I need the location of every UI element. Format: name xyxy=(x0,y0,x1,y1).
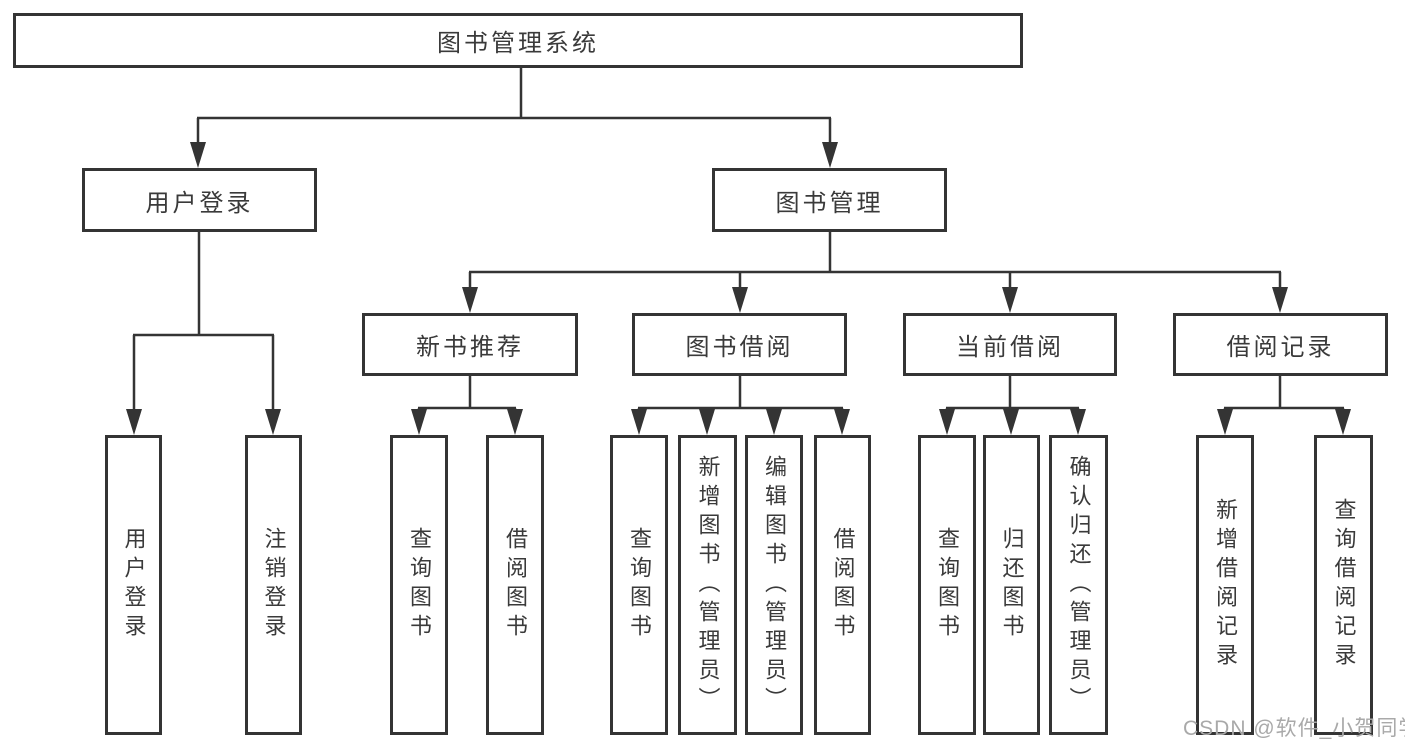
leaf-label: 归还图书 xyxy=(999,527,1025,643)
leaf-user-login: 用户登录 xyxy=(105,435,162,735)
leaf-label: 借阅图书 xyxy=(830,527,856,643)
leaf-label: 新增图书（管理员） xyxy=(695,454,721,716)
leaf-label: 查询图书 xyxy=(627,527,652,643)
leaf-borrow-books-borrow: 借阅图书 xyxy=(814,435,871,735)
leaf-logout: 注销登录 xyxy=(245,435,302,735)
leaf-query-borrow-record: 查询借阅记录 xyxy=(1314,435,1373,735)
node-label: 新书推荐 xyxy=(416,334,524,361)
csdn-watermark: CSDN @软件_小贺同学 xyxy=(1183,717,1405,740)
leaf-query-books-current: 查询图书 xyxy=(918,435,976,735)
leaf-label: 用户登录 xyxy=(121,527,147,643)
leaf-label: 查询图书 xyxy=(935,527,960,643)
node-label: 当前借阅 xyxy=(956,334,1064,361)
node-label: 图书管理系统 xyxy=(437,30,599,57)
node-root: 图书管理系统 xyxy=(13,13,1023,68)
leaf-edit-book-admin: 编辑图书（管理员） xyxy=(745,435,803,735)
leaf-query-books-recommend: 查询图书 xyxy=(390,435,448,735)
leaf-query-books-borrow: 查询图书 xyxy=(610,435,668,735)
node-book-management: 图书管理 xyxy=(712,168,947,232)
leaf-label: 查询图书 xyxy=(407,527,432,643)
leaf-add-book-admin: 新增图书（管理员） xyxy=(678,435,737,735)
node-label: 用户登录 xyxy=(145,189,254,217)
node-label: 借阅记录 xyxy=(1226,334,1335,361)
leaf-add-borrow-record: 新增借阅记录 xyxy=(1196,435,1254,735)
node-user-login: 用户登录 xyxy=(82,168,317,232)
leaf-label: 借阅图书 xyxy=(503,527,528,643)
leaf-confirm-return-admin: 确认归还（管理员） xyxy=(1049,435,1108,735)
leaf-label: 确认归还（管理员） xyxy=(1066,454,1092,716)
leaf-label: 新增借阅记录 xyxy=(1213,498,1238,672)
node-book-borrow: 图书借阅 xyxy=(632,313,847,376)
leaf-label: 编辑图书（管理员） xyxy=(762,454,787,716)
node-borrow-records: 借阅记录 xyxy=(1173,313,1388,376)
node-new-book-recommend: 新书推荐 xyxy=(362,313,578,376)
node-label: 图书借阅 xyxy=(685,334,794,361)
leaf-label: 注销登录 xyxy=(261,527,287,643)
leaf-label: 查询借阅记录 xyxy=(1331,498,1357,672)
node-current-borrow: 当前借阅 xyxy=(903,313,1117,376)
leaf-return-book: 归还图书 xyxy=(983,435,1040,735)
node-label: 图书管理 xyxy=(775,189,884,217)
leaf-borrow-books-recommend: 借阅图书 xyxy=(486,435,544,735)
